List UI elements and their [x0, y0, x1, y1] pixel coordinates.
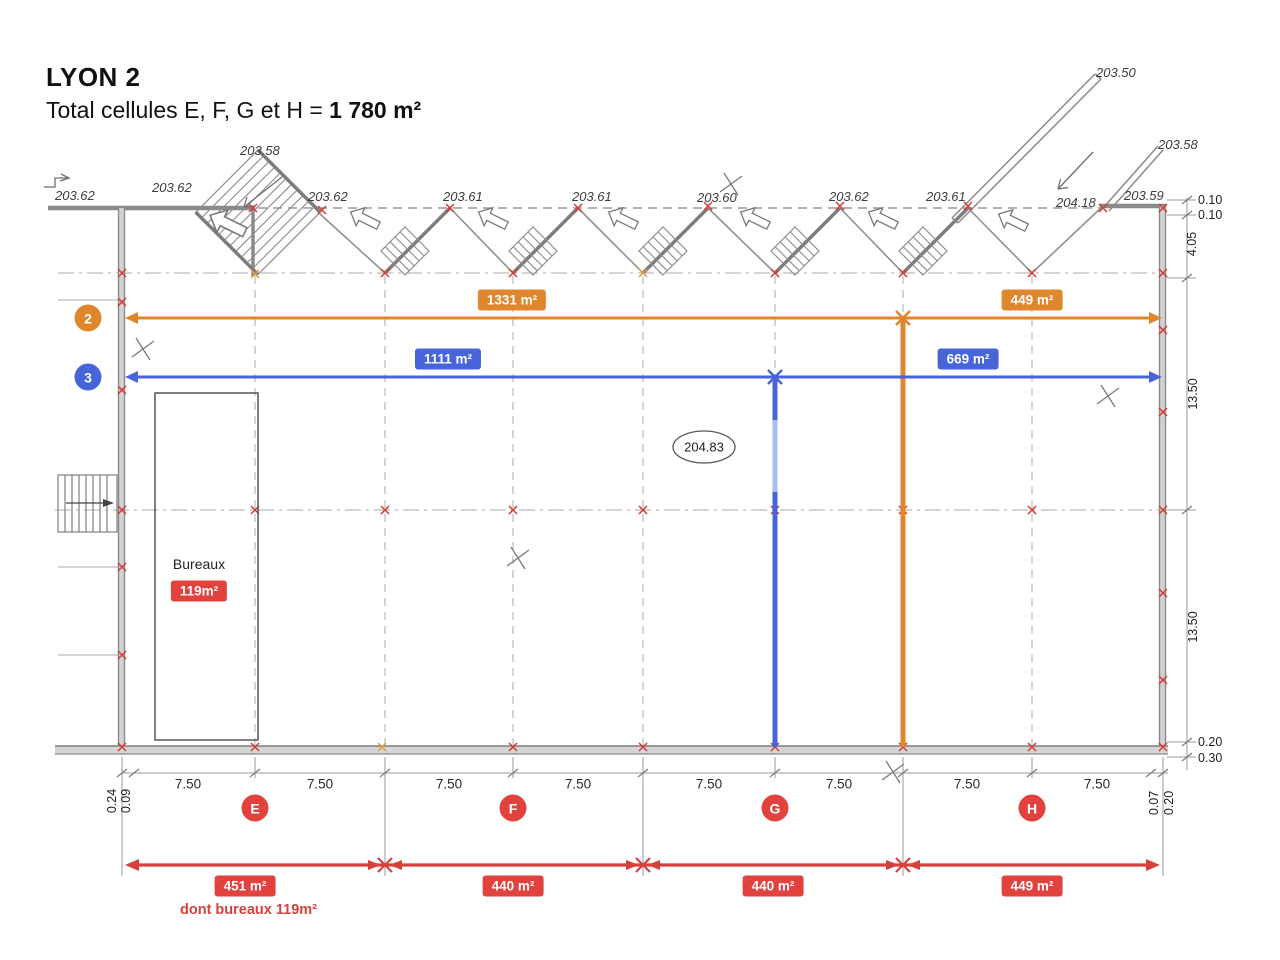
step-symbol: [44, 173, 71, 188]
cell-badge-f: F: [499, 794, 527, 822]
zone3-badge: 3: [74, 363, 102, 391]
zone2-area-left: 1331 m²: [477, 289, 547, 311]
zone2-area-right: 449 m²: [1001, 289, 1063, 311]
bureaux-area-badge: 119m²: [170, 580, 228, 602]
bay-dim: 7.50: [564, 776, 592, 792]
elevation-label: 203.60: [697, 190, 737, 205]
flow-arrows: [243, 151, 1094, 208]
cell-badge-e: E: [241, 794, 269, 822]
elevation-label: 203.61: [572, 189, 612, 204]
bay-dim: 7.50: [306, 776, 334, 792]
cell-area-f: 440 m²: [482, 875, 544, 897]
elevation-label: 203.58: [1158, 137, 1198, 152]
zone2-badge: 2: [74, 304, 102, 332]
elevation-label: 203.62: [152, 180, 192, 195]
cell-area-e: 451 m²: [214, 875, 276, 897]
bay-dim: 7.50: [825, 776, 853, 792]
bay-dim: 7.50: [695, 776, 723, 792]
bottom-dim-chain: [121, 757, 1168, 876]
bureaux-label: Bureaux: [172, 556, 226, 572]
dim-right-010b: 0.10: [1198, 208, 1223, 222]
dim-right-1350b: 13.50: [1186, 611, 1200, 643]
left-exterior-stair: [57, 474, 118, 533]
elevation-label: 203.62: [55, 188, 95, 203]
spot-level-ellipse: [672, 430, 736, 464]
elevation-label: 203.59: [1124, 188, 1164, 203]
dim-right-1350a: 13.50: [1186, 378, 1200, 410]
dim-right-405: 4.05: [1185, 231, 1199, 257]
elevation-label: 204.18: [1056, 195, 1096, 210]
cells-dim-line: [125, 857, 1160, 873]
bay-dim: 7.50: [953, 776, 981, 792]
subtitle-total: 1 780 m²: [329, 97, 422, 123]
cell-area-g: 440 m²: [742, 875, 804, 897]
cell-area-h: 449 m²: [1001, 875, 1063, 897]
ramp-long: [951, 73, 1102, 224]
subtitle-text: Total cellules E, F, G et H =: [46, 97, 330, 123]
right-dim-chain: [1167, 198, 1196, 770]
bay-dim: 7.50: [174, 776, 202, 792]
bay-dim: 7.50: [435, 776, 463, 792]
elevation-label: 203.62: [829, 189, 869, 204]
dim-bottom-right-020: 0.20: [1162, 790, 1176, 816]
dim-right-020: 0.20: [1198, 735, 1223, 749]
elevation-label: 203.62: [308, 189, 348, 204]
dim-bottom-right-007: 0.07: [1147, 790, 1161, 816]
ramp-short: [1103, 145, 1164, 212]
sawtooth-facade: [319, 205, 1104, 275]
bay-dim: 7.50: [1083, 776, 1111, 792]
cell-badge-g: G: [761, 794, 789, 822]
elevation-label: 203.50: [1096, 65, 1136, 80]
bureaux-note: dont bureaux 119m²: [180, 902, 317, 918]
dim-bottom-left-024: 0.24: [105, 788, 119, 814]
page-title: LYON 2: [46, 62, 141, 92]
dim-bottom-left-009: 0.09: [119, 788, 133, 814]
left-stub-lines: [58, 299, 118, 656]
zone3-area-right: 669 m²: [937, 348, 999, 370]
bureaux-room-outline: [154, 392, 259, 741]
dim-right-010a: 0.10: [1198, 193, 1223, 207]
dim-right-030: 0.30: [1198, 751, 1223, 765]
stair-arrow-head: [103, 499, 114, 507]
large-dock-stair: [194, 148, 322, 276]
zone3-dim-line: [125, 369, 1162, 747]
door-arrows: [203, 202, 1032, 245]
construction-marks: [131, 172, 1120, 784]
walls: [48, 203, 1168, 755]
grid-horizontal-lines: [55, 272, 1185, 511]
spot-level-value: 204.83: [684, 439, 724, 455]
elevation-label: 203.61: [443, 189, 483, 204]
elevation-label: 203.61: [926, 189, 966, 204]
page-subtitle: Total cellules E, F, G et H = 1 780 m²: [46, 97, 421, 124]
cell-badge-h: H: [1018, 794, 1046, 822]
zone2-dim-line: [125, 310, 1162, 747]
elevation-label: 203.58: [240, 143, 280, 158]
zone3-area-left: 1111 m²: [414, 348, 482, 370]
